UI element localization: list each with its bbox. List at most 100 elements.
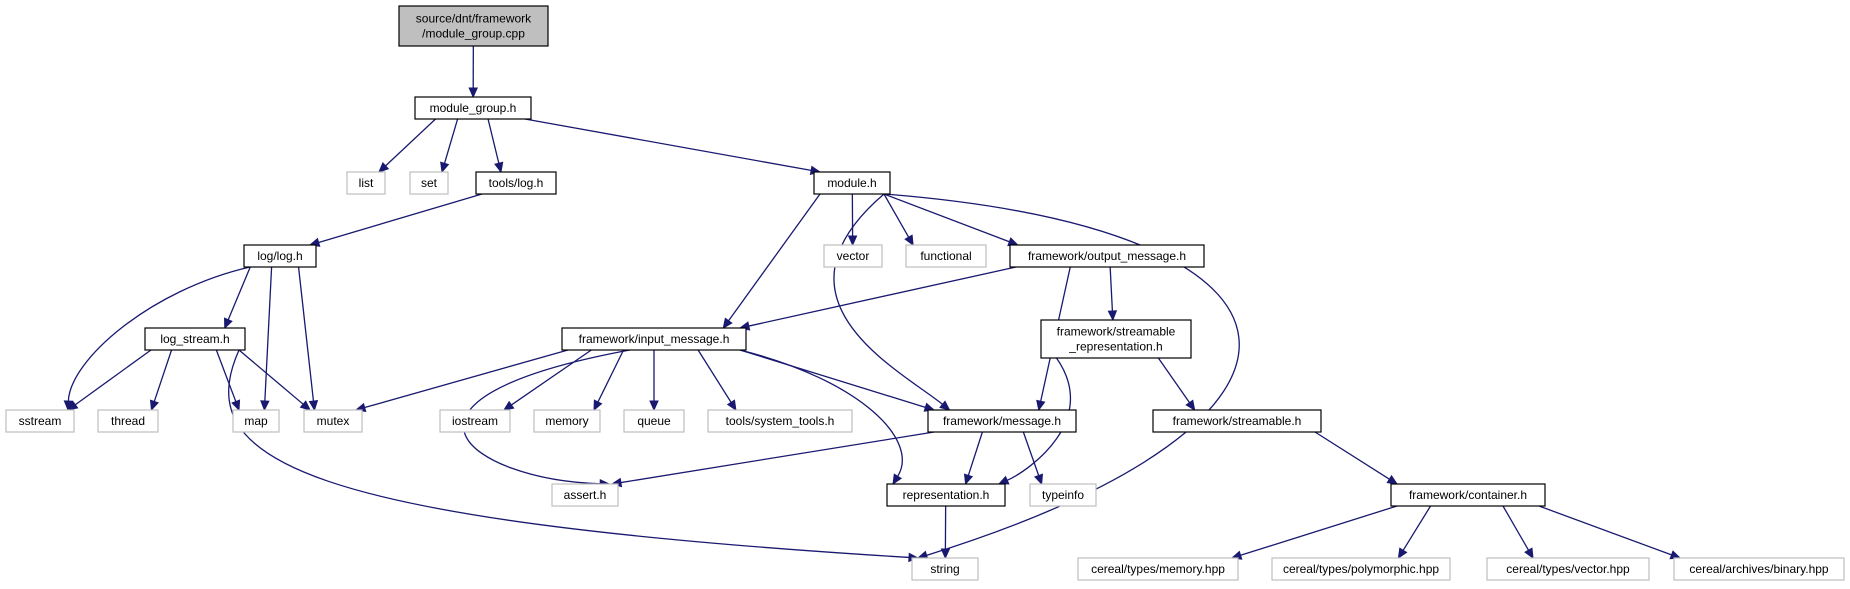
edge-arrowhead [260,400,270,412]
edge-input-message-h-to-system-tools-h [697,349,737,412]
edge-message-h-to-representation-h [963,431,984,486]
node-box [707,409,853,433]
node-label: log/log.h [257,249,302,263]
edge-line [739,349,903,477]
edge-arrowhead [939,400,951,411]
edge-log-stream-h-to-thread [149,349,173,412]
node-label: _representation.h [1068,340,1162,354]
node-label: /module_group.cpp [422,27,525,41]
node-label: map [244,414,268,428]
edge-line [524,118,812,172]
edge-arrowhead [468,87,478,99]
node-log-stream-h[interactable]: log_stream.h [144,327,246,351]
edge-arrowhead [494,161,504,174]
node-label: framework/input_message.h [579,332,730,346]
edge-arrowhead [1185,399,1196,412]
edge-arrowhead [67,400,79,411]
node-vector: vector [823,244,883,268]
node-box [303,409,363,433]
edge-line [1314,431,1390,480]
edge-log-log-h-to-mutex [297,266,319,412]
node-root[interactable]: source/dnt/framework/module_group.cpp [398,5,549,47]
edge-line [620,431,935,484]
node-label: tools/system_tools.h [726,414,835,428]
node-box [623,409,685,433]
node-thread: thread [97,409,159,433]
node-box [409,171,449,195]
node-streamable-h[interactable]: framework/streamable.h [1152,409,1322,433]
node-output-message-h[interactable]: framework/output_message.h [1009,244,1205,268]
edge-arrowhead [1386,474,1399,485]
edge-log-stream-h-to-mutex [238,349,311,411]
edge-module-group-h-to-list [378,118,436,173]
node-queue: queue [623,409,685,433]
node-box [813,171,891,195]
node-input-message-h[interactable]: framework/input_message.h [561,327,747,351]
node-label: vector [837,249,870,263]
edge-input-message-h-to-memory [593,349,625,412]
edge-streamable-representation-h-to-streamable-h [1157,357,1196,412]
edge-arrowhead [593,399,603,412]
node-box [905,244,987,268]
edge-arrowhead [440,161,450,174]
edge-line [597,349,625,403]
node-cereal-memory: cereal/types/memory.hpp [1077,557,1239,581]
node-box [5,409,75,433]
node-box [533,409,601,433]
node-box [144,327,246,351]
node-box [927,409,1077,433]
node-module-group-h[interactable]: module_group.h [414,96,532,120]
node-box [232,409,280,433]
node-representation-h[interactable]: representation.h [886,483,1006,507]
node-label: representation.h [903,488,990,502]
node-box [911,557,979,581]
edge-arrowhead [299,400,311,411]
node-box [97,409,159,433]
edge-input-message-h-to-queue [649,350,659,412]
node-module-h[interactable]: module.h [813,171,891,195]
node-functional: functional [905,244,987,268]
node-message-h[interactable]: framework/message.h [927,409,1077,433]
node-cereal-binary: cereal/archives/binary.hpp [1673,557,1845,581]
edge-line [297,266,315,402]
edge-streamable-h-to-container-h [1314,431,1399,485]
edge-arrowhead [904,234,914,247]
node-label: cereal/archives/binary.hpp [1689,562,1829,576]
edge-representation-h-to-string [940,505,951,560]
node-box [414,96,532,120]
edge-arrowhead [963,473,974,486]
edge-output-message-h-to-streamable-representation-h [1107,266,1118,322]
node-cereal-polymorphic: cereal/types/polymorphic.hpp [1271,557,1451,581]
edge-root-to-module-group-h [468,45,478,99]
node-streamable-representation-h[interactable]: framework/streamable_representation.h [1040,319,1192,359]
node-tools-log-h[interactable]: tools/log.h [475,171,557,195]
node-log-log-h[interactable]: log/log.h [243,244,317,268]
edge-line [833,193,943,405]
node-label: sstream [19,414,62,428]
node-label: iostream [452,414,498,428]
node-label: list [359,176,374,190]
node-label: mutex [317,414,350,428]
edge-output-message-h-to-input-message-h [738,266,1017,331]
edge-arrowhead [308,400,319,412]
edge-line [318,193,483,244]
edge-arrowhead [231,399,241,412]
edge-line [748,266,1017,327]
node-list: list [346,171,386,195]
edge-arrowhead [649,400,659,412]
edge-arrowhead [1524,547,1534,560]
node-container-h[interactable]: framework/container.h [1390,483,1546,507]
edge-line [67,266,251,402]
edge-arrowhead [997,475,1010,485]
edge-module-group-h-to-tools-log-h [487,118,504,174]
node-layer: source/dnt/framework/module_group.cppmod… [5,5,1845,581]
edge-arrowhead [1036,399,1046,412]
node-set: set [409,171,449,195]
node-label: module_group.h [430,101,517,115]
node-box [346,171,386,195]
edge-line [1022,431,1040,476]
node-mutex: mutex [303,409,363,433]
node-string: string [911,557,979,581]
edge-line [1006,357,1072,481]
